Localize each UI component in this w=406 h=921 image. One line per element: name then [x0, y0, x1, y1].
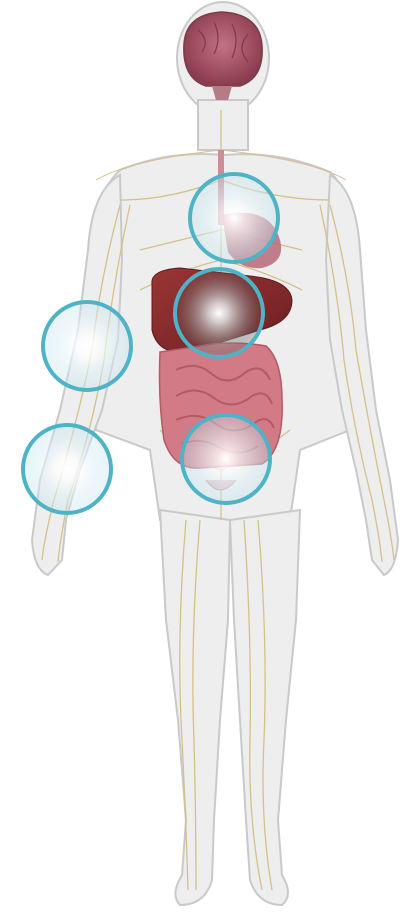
hotspot-upper-arm[interactable] — [43, 302, 131, 390]
hotspot-chest[interactable] — [190, 174, 278, 262]
left-leg — [160, 510, 230, 905]
hotspot-lower-abdomen[interactable] — [182, 415, 270, 503]
neck — [198, 100, 248, 150]
hotspot-upper-abdomen[interactable] — [175, 269, 263, 357]
hotspot-forearm[interactable] — [23, 425, 111, 513]
